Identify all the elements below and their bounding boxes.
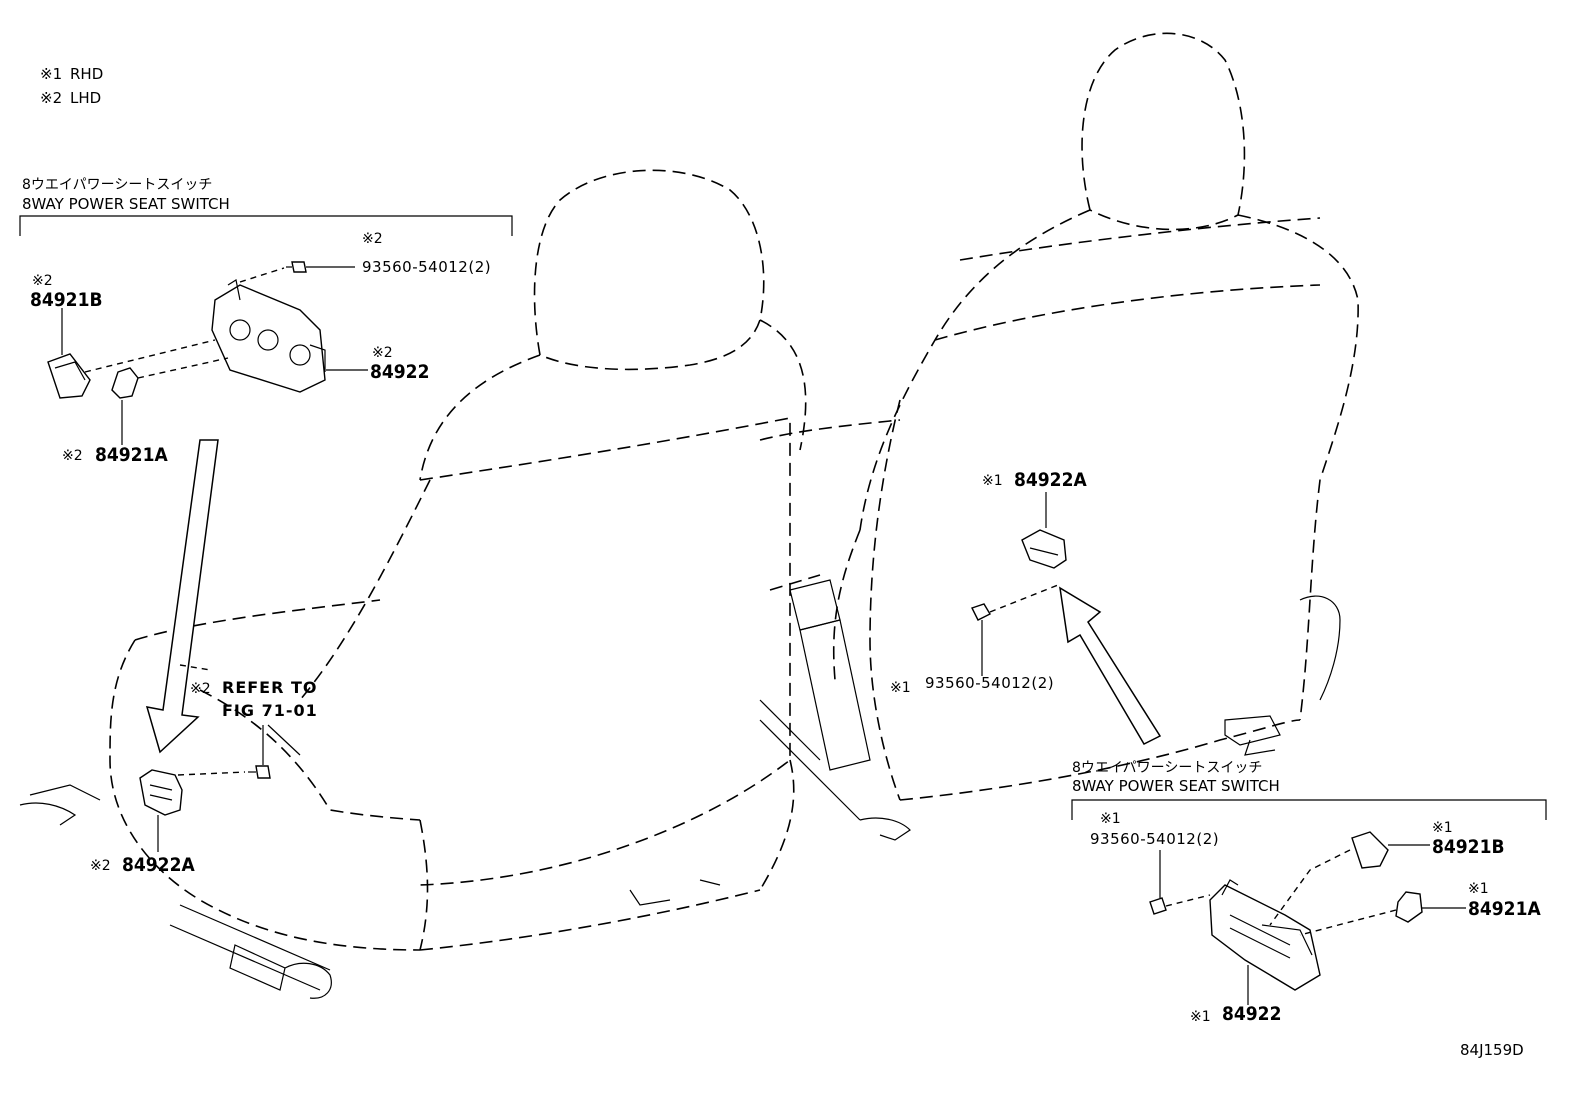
right-seat-bolt-mark: ※1 [890,680,911,696]
bolt-right [1149,897,1167,915]
left-84921a-mark: ※2 [62,448,83,464]
note-text-1: RHD [70,65,103,83]
left-group-title-en: 8WAY POWER SEAT SWITCH [22,195,230,213]
part-84922a-right [1021,529,1067,569]
left-location-arrow [145,439,219,754]
left-group-title-jp: 8ウエイパワーシートスイッチ [22,177,212,193]
left-84922-mark: ※2 [372,345,393,361]
left-bolt-mark: ※2 [362,231,383,247]
note-text-2: LHD [70,89,101,107]
part-84921b-left [47,353,91,399]
left-group-bracket [19,215,513,236]
bolt-right-seat [971,603,991,621]
part-84922a-left [139,769,183,816]
right-group-title-jp: 8ウエイパワーシートスイッチ [1072,760,1262,776]
right-84922a-label: 84922A [1014,469,1087,491]
right-84921b-mark: ※1 [1432,820,1453,836]
right-84921a-label: 84921A [1468,898,1541,920]
part-84921b-right [1351,831,1389,869]
bolt-left [286,261,307,273]
right-84921b-label: 84921B [1432,836,1505,858]
left-bolt-label: 93560-54012(2) [362,258,491,276]
legend-notes: ※1 RHD ※2 LHD [40,65,103,107]
right-bolt-mark: ※1 [1100,811,1121,827]
right-84922-label: 84922 [1222,1003,1281,1025]
right-location-arrow [1059,586,1162,745]
right-group-bracket [1071,799,1547,820]
right-84922-mark: ※1 [1190,1009,1211,1025]
left-84922a-label: 84922A [122,854,195,876]
left-84921a-label: 84921A [95,444,168,466]
left-84921b-label: 84921B [30,289,103,311]
right-84921a-mark: ※1 [1468,881,1489,897]
part-84922-right [1209,879,1321,991]
figure-code: 84J159D [1460,1041,1524,1059]
left-84921b-mark: ※2 [32,273,53,289]
refer-line1: REFER TO [222,678,318,697]
right-seat-outline [759,32,1359,841]
left-84922-label: 84922 [370,361,429,383]
refer-line2: FIG 71-01 [222,701,318,720]
part-84921a-left [111,367,139,399]
right-84922a-mark: ※1 [982,473,1003,489]
left-seat-outline [19,169,807,999]
right-bolt-label: 93560-54012(2) [1090,830,1219,848]
right-seat-bolt-label: 93560-54012(2) [925,674,1054,692]
note-mark-1: ※1 [40,65,62,83]
left-84922a-mark: ※2 [90,858,111,874]
bolt-left-seat [248,765,271,779]
right-group-title-en: 8WAY POWER SEAT SWITCH [1072,777,1280,795]
part-84922-left [211,279,326,393]
note-mark-2: ※2 [40,89,62,107]
refer-mark: ※2 [190,681,211,697]
part-84921a-right [1395,891,1423,923]
